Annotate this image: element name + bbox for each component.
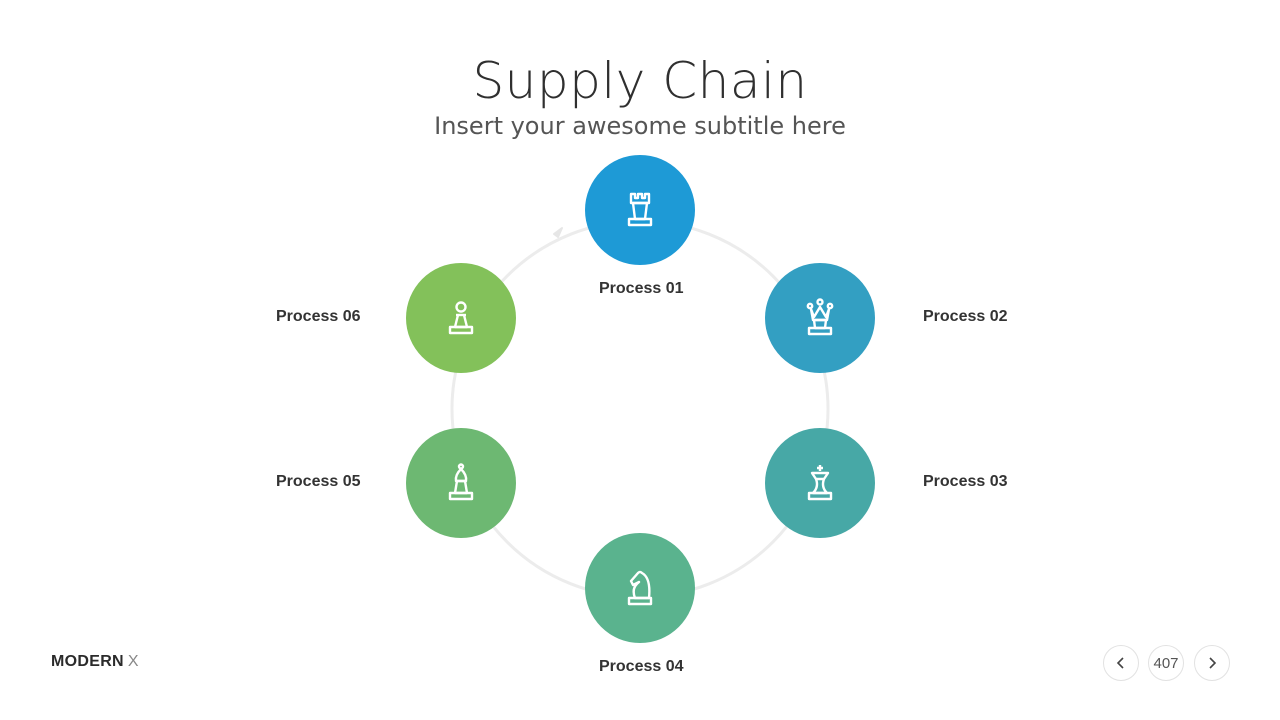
process-06-label: Process 06 [276, 308, 361, 325]
chess-king-icon [807, 465, 833, 501]
prev-slide-button[interactable] [1103, 645, 1139, 681]
process-06-node[interactable] [406, 263, 516, 373]
chess-pawn-icon [448, 301, 474, 335]
chess-knight-icon [627, 570, 653, 606]
chevron-left-icon [1116, 657, 1124, 669]
process-05-label: Process 05 [276, 473, 361, 490]
process-02-node[interactable] [765, 263, 875, 373]
brand-main: MODERN [51, 653, 124, 670]
chevron-right-icon [1209, 657, 1217, 669]
process-02-label: Process 02 [923, 308, 1008, 325]
chess-queen-icon [806, 298, 834, 336]
process-03-label: Process 03 [923, 473, 1008, 490]
page-number-text: 407 [1153, 654, 1179, 672]
process-04-label: Process 04 [599, 658, 684, 675]
slide-title: Supply Chain [472, 52, 808, 110]
next-slide-button[interactable] [1194, 645, 1230, 681]
chess-rook-icon [627, 192, 653, 227]
process-01-node[interactable] [585, 155, 695, 265]
slide-subtitle: Insert your awesome subtitle here [434, 112, 846, 140]
process-05-node[interactable] [406, 428, 516, 538]
chess-bishop-icon [448, 463, 474, 501]
brand-suffix: X [127, 653, 139, 670]
process-01-label: Process 01 [599, 280, 684, 297]
process-03-node[interactable] [765, 428, 875, 538]
process-04-node[interactable] [585, 533, 695, 643]
page-number: 407 [1148, 645, 1184, 681]
